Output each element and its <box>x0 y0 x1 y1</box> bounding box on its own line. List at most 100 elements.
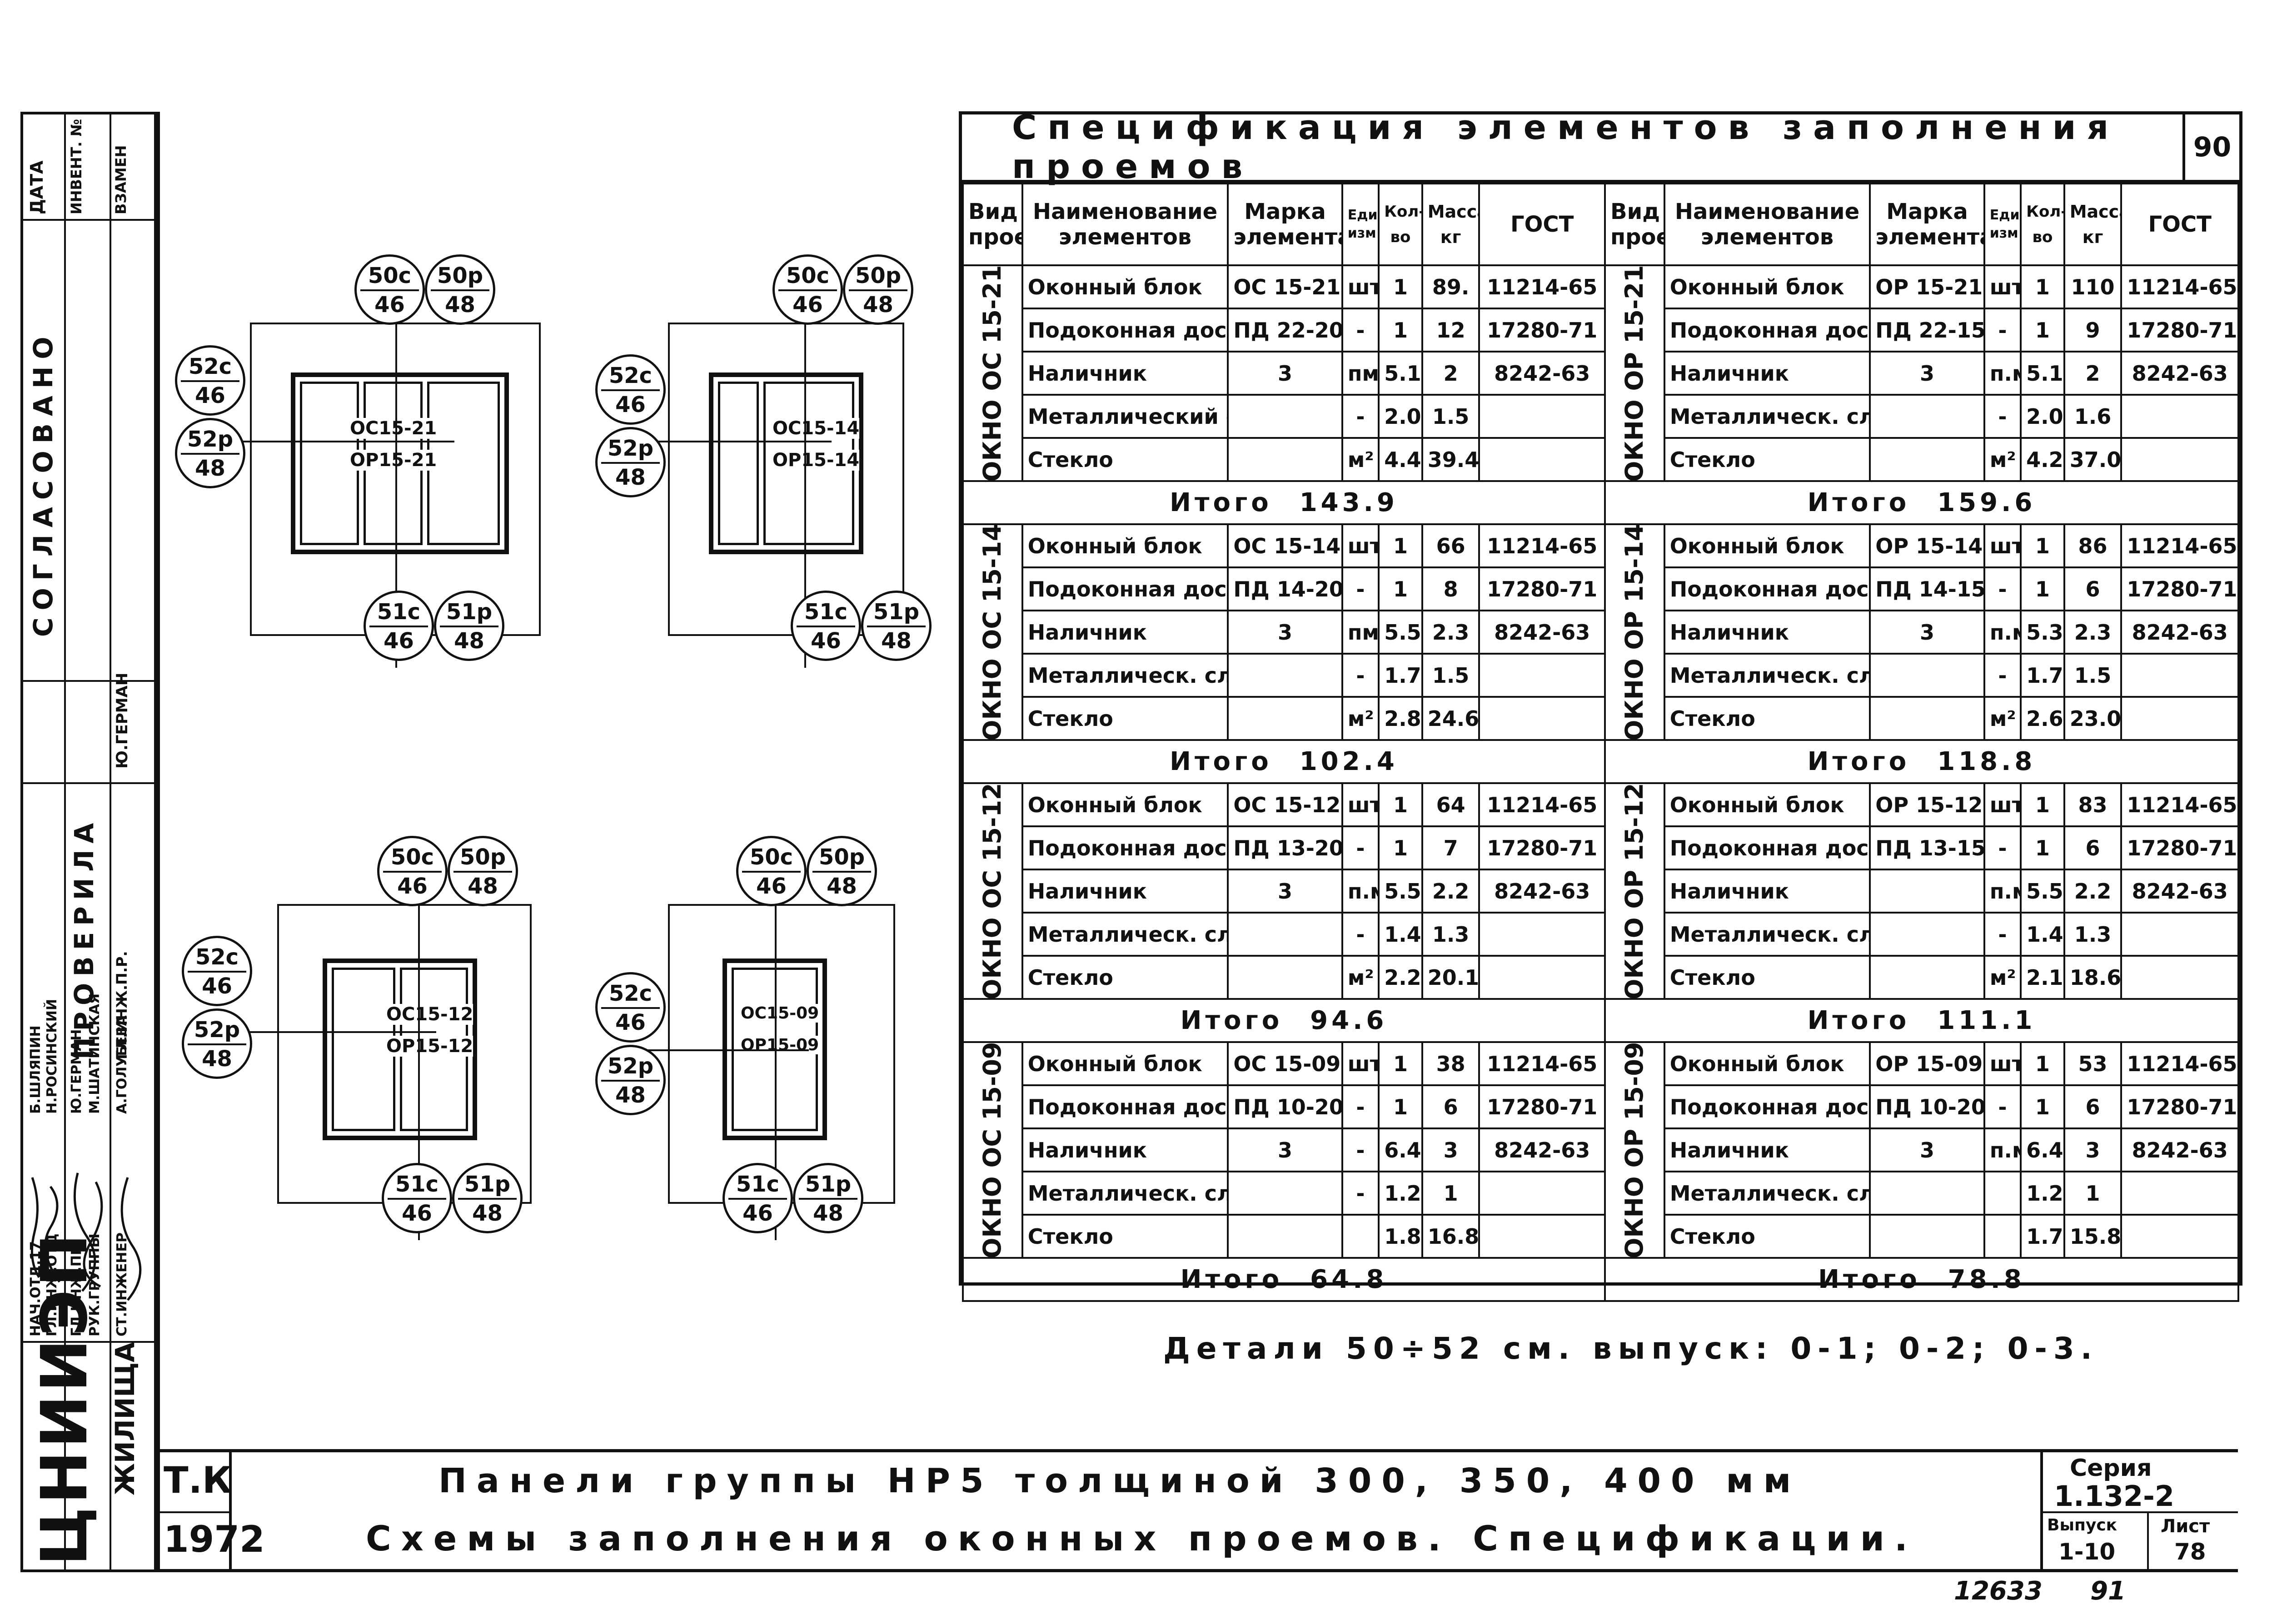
cell-mass: 15.8 <box>2063 1214 2123 1259</box>
cell-mass: 6 <box>1421 1084 1480 1129</box>
cell-qty: 1 <box>2020 566 2065 611</box>
total-label: Итого <box>1180 1265 1283 1294</box>
strip-replaces-label: ВЗАМЕН <box>112 145 130 214</box>
cell-qty: 1.2 <box>1378 1171 1423 1216</box>
cell-name: Стекло <box>1663 1214 1871 1259</box>
leader-line <box>775 863 777 1240</box>
dimension-line <box>893 904 895 1204</box>
total-value: 111.1 <box>1937 1006 2036 1035</box>
strip-divider <box>23 680 154 682</box>
cell-name: Оконный блок <box>1663 264 1871 309</box>
cell-name: Наличник <box>1663 610 1871 655</box>
cell-mark <box>1869 912 1985 957</box>
cell-gost: 11214-65 <box>1478 1041 1606 1086</box>
cell-qty: 1 <box>1378 782 1423 827</box>
cell-name: Оконный блок <box>1021 523 1229 568</box>
cell-unit: м² <box>1341 437 1380 482</box>
cell-mass: 1.3 <box>2063 912 2123 957</box>
cell-mark <box>1227 394 1343 439</box>
window-sash <box>332 968 395 1131</box>
spec-row: Наличник3пм5.128242-63Наличник3п.м5.1282… <box>963 351 2239 396</box>
cell-mark <box>1227 1171 1343 1216</box>
cell-qty: 1 <box>2020 782 2065 827</box>
spec-row: Наличник3п.м5.552.28242-63Наличникп.м5.5… <box>963 869 2239 914</box>
window-sash <box>718 382 759 545</box>
cell-mark: ОС 15-14 <box>1227 523 1343 568</box>
cell-name: Металлическ. слив <box>1663 912 1871 957</box>
cell-mass: 64 <box>1421 782 1480 827</box>
total-label: Итого <box>1170 747 1272 776</box>
cell-gost: 8242-63 <box>2120 869 2239 914</box>
cell-unit: - <box>1983 653 2022 698</box>
cell-unit: - <box>1341 653 1380 698</box>
header-mass: Масса кг <box>2063 183 2123 266</box>
cell-qty: 2.05 <box>2020 394 2065 439</box>
cell-mark: 3 <box>1869 610 1985 655</box>
total-label: Итого <box>1807 1006 1910 1035</box>
cell-mass: 1.3 <box>1421 912 1480 957</box>
header-mark: Марка элемента <box>1869 183 1985 266</box>
cell-mark: ПД 22-20 <box>1227 308 1343 353</box>
cell-mass: 66 <box>1421 523 1480 568</box>
footer-inventory-number: 12633 <box>1954 1576 2043 1606</box>
scheme-label-os: ОС15-12 <box>386 1004 473 1025</box>
cell-unit: - <box>1341 394 1380 439</box>
window-sash <box>427 382 500 545</box>
cell-mass: 6 <box>2063 1084 2123 1129</box>
cell-name: Подоконная доска <box>1021 566 1229 611</box>
cell-gost: 8242-63 <box>1478 1127 1606 1172</box>
opening-type-label: ОКНО ОС 15-09 <box>978 1042 1007 1258</box>
spec-row: Наличник3-6.438242-63Наличник3п.м6.43824… <box>963 1127 2239 1172</box>
cell-unit: - <box>1983 566 2022 611</box>
opening-type-label: ОКНО ОР 15-12 <box>1620 783 1649 999</box>
cell-gost: 8242-63 <box>2120 1127 2239 1172</box>
cell-qty: 1.70 <box>1378 653 1423 698</box>
scheme-label-os: ОС15-14 <box>772 418 860 439</box>
total-value: 102.4 <box>1299 747 1398 776</box>
cell-name: Подоконная доска <box>1663 1084 1871 1129</box>
cell-unit: м² <box>1983 437 2022 482</box>
dimension-line <box>668 904 895 906</box>
cell-mass: 110 <box>2063 264 2123 309</box>
cell-name: Металлическ. слив <box>1663 1171 1871 1216</box>
cell-name: Наличник <box>1021 1127 1229 1172</box>
cell-unit: - <box>1341 566 1380 611</box>
cell-mass: 39.4 <box>1421 437 1480 482</box>
cell-name: Наличник <box>1021 610 1229 655</box>
cell-unit: шт. <box>1341 523 1380 568</box>
cell-unit: - <box>1341 825 1380 870</box>
cell-gost: 17280-71 <box>2120 1084 2239 1129</box>
strip-agreed-label: СОГЛАСОВАНО <box>28 329 59 637</box>
cell-name: Оконный блок <box>1021 782 1229 827</box>
tb-sheet: 78 <box>2174 1539 2206 1565</box>
cell-gost: 17280-71 <box>2120 566 2239 611</box>
cell-name: Подоконная доска <box>1021 1084 1229 1129</box>
cell-name: Наличник <box>1663 1127 1871 1172</box>
opening-type-label: ОКНО ОР 15-21 <box>1620 265 1649 481</box>
total-label: Итого <box>1807 747 1910 776</box>
cell-mark <box>1227 437 1343 482</box>
cell-unit: м² <box>1983 955 2022 1000</box>
cell-name: Наличник <box>1663 869 1871 914</box>
cell-mark: ПД 14-15 <box>1869 566 1985 611</box>
strip-divider <box>64 114 66 1569</box>
cell-qty: 5.5 <box>1378 610 1423 655</box>
tb-sheet-label: Лист <box>2161 1516 2210 1537</box>
header-mass: Масса кг <box>1421 183 1480 266</box>
cell-qty: 5.3 <box>2020 610 2065 655</box>
leader-line <box>200 441 454 442</box>
cell-gost: 8242-63 <box>1478 869 1606 914</box>
cell-name: Металлическ. слив <box>1663 394 1871 439</box>
